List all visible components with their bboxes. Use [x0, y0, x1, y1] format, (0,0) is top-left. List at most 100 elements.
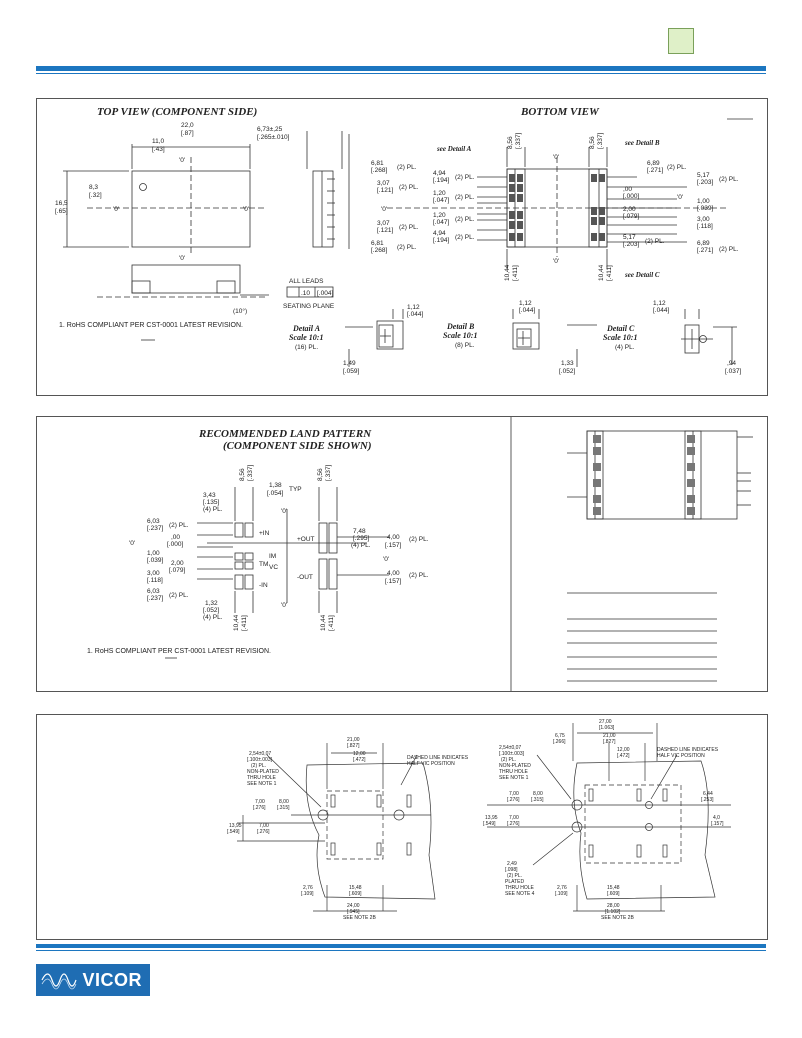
svg-text:[.472]: [.472]: [353, 757, 366, 763]
svg-text:13,95: 13,95: [485, 815, 498, 821]
land-left-dims: 6,03 [.237] (2) PL. ,00 [.000] 1,00 [.03…: [147, 518, 223, 621]
svg-text:[.411]: [.411]: [241, 615, 248, 631]
svg-text:5,17: 5,17: [697, 172, 710, 179]
all-leads-label: ALL LEADS: [289, 278, 324, 285]
svg-text:[.079]: [.079]: [623, 213, 639, 220]
svg-text:1,20: 1,20: [433, 212, 446, 219]
svg-text:[.100±.003]: [.100±.003]: [499, 751, 525, 757]
mechanical-drawing-panel: TOP VIEW (COMPONENT SIDE) BOTTOM VIEW 22…: [36, 98, 768, 396]
svg-text:(2) PL.: (2) PL.: [667, 164, 687, 171]
svg-text:1,00: 1,00: [147, 550, 160, 557]
svg-text:[.266]: [.266]: [553, 739, 566, 745]
svg-text:(2) PL.: (2) PL.: [455, 194, 475, 201]
svg-text:[.044]: [.044]: [407, 311, 423, 318]
svg-text:[.044]: [.044]: [519, 307, 535, 314]
svg-text:[.268]: [.268]: [371, 167, 387, 174]
svg-text:(2) PL.: (2) PL.: [409, 572, 429, 579]
svg-text:[.000]: [.000]: [167, 541, 183, 548]
svg-text:(16) PL.: (16) PL.: [295, 344, 318, 351]
svg-text:PLATED: PLATED: [505, 879, 524, 885]
svg-text:7,00: 7,00: [509, 791, 519, 797]
svg-text:NON-PLATED: NON-PLATED: [499, 763, 531, 769]
seating-plane-label: SEATING PLANE: [283, 303, 335, 310]
svg-text:Detail C: Detail C: [606, 324, 635, 333]
svg-text:'0': '0': [677, 194, 683, 201]
mechanical-drawing: TOP VIEW (COMPONENT SIDE) BOTTOM VIEW 22…: [55, 106, 753, 375]
svg-text:(2) PL.: (2) PL.: [409, 536, 429, 543]
svg-text:8,00: 8,00: [533, 791, 543, 797]
svg-text:THRU HOLE: THRU HOLE: [505, 885, 535, 891]
svg-text:[.472]: [.472]: [617, 753, 630, 759]
svg-text:[.109]: [.109]: [301, 891, 314, 897]
svg-text:SEE NOTE 2B: SEE NOTE 2B: [601, 915, 634, 921]
detail-c-drawing: [681, 309, 737, 365]
svg-text:[.037]: [.037]: [725, 368, 741, 375]
svg-text:NON-PLATED: NON-PLATED: [247, 769, 279, 775]
svg-text:[.135]: [.135]: [203, 499, 219, 506]
svg-text:1,12: 1,12: [519, 300, 532, 307]
svg-text:[.253]: [.253]: [701, 797, 714, 803]
right-layout-labels: 27,00 [1.063] 21,00 [.827] 6,75 [.266] 1…: [483, 719, 724, 921]
svg-text:[.271]: [.271]: [647, 167, 663, 174]
svg-text:[.059]: [.059]: [343, 368, 359, 375]
svg-text:THRU HOLE: THRU HOLE: [247, 775, 277, 781]
svg-text:[.194]: [.194]: [433, 177, 449, 184]
svg-text:(2) PL.: (2) PL.: [251, 763, 266, 769]
land-right-dims: 4,00 [.157] (2) PL. 4,00 [.157] (2) PL.: [385, 534, 429, 585]
svg-text:[.047]: [.047]: [433, 219, 449, 226]
svg-text:[.276]: [.276]: [507, 821, 520, 827]
wave-icon: [41, 973, 77, 990]
land-pattern-title: RECOMMENDED LAND PATTERN: [198, 428, 372, 440]
svg-text:[.609]: [.609]: [349, 891, 362, 897]
svg-text:SEE NOTE 2B: SEE NOTE 2B: [343, 915, 376, 921]
svg-text:12,00: 12,00: [617, 747, 630, 753]
svg-text:[.157]: [.157]: [385, 578, 401, 585]
pcb-layout-drawing: 21,00 [.827] 12,00 [.472] 2,54±0,07 [.10…: [227, 719, 731, 921]
svg-text:[.157]: [.157]: [385, 542, 401, 549]
svg-text:4,0: 4,0: [713, 815, 720, 821]
svg-text:2,00: 2,00: [171, 560, 184, 567]
svg-text:12,00: 12,00: [353, 751, 366, 757]
svg-text:'0': '0': [179, 157, 185, 164]
svg-text:[.047]: [.047]: [433, 197, 449, 204]
svg-text:'0': '0': [129, 540, 135, 547]
svg-text:'0': '0': [281, 602, 287, 609]
svg-text:8,56: 8,56: [589, 136, 596, 149]
svg-text:[.295]: [.295]: [353, 535, 369, 542]
svg-text:(2) PL.: (2) PL.: [455, 234, 475, 241]
detail-a-labels: Detail A Scale 10:1 (16) PL. 1,12 [.044]…: [289, 304, 423, 375]
svg-text:[.109]: [.109]: [555, 891, 568, 897]
header-rule: [36, 66, 766, 71]
svg-text:4,94: 4,94: [433, 170, 446, 177]
svg-text:8,00: 8,00: [279, 799, 289, 805]
svg-text:[.157]: [.157]: [711, 821, 724, 827]
svg-text:VC: VC: [269, 564, 278, 571]
svg-text:6,03: 6,03: [147, 588, 160, 595]
svg-text:see Detail A: see Detail A: [436, 145, 472, 153]
svg-text:(4) PL.: (4) PL.: [615, 344, 635, 351]
svg-text:[.004]: [.004]: [317, 290, 333, 297]
detail-a-drawing: [345, 309, 404, 367]
svg-text:4,00: 4,00: [387, 570, 400, 577]
svg-text:Scale 10:1: Scale 10:1: [289, 333, 323, 342]
bottom-view-title: BOTTOM VIEW: [520, 106, 600, 118]
svg-text:16,5: 16,5: [55, 200, 68, 207]
svg-text:SEE NOTE 4: SEE NOTE 4: [505, 891, 535, 897]
svg-text:6,89: 6,89: [697, 240, 710, 247]
svg-text:6,81: 6,81: [371, 160, 384, 167]
svg-text:(8) PL.: (8) PL.: [455, 342, 475, 349]
svg-text:,00: ,00: [623, 186, 632, 193]
rohs-note-2: 1. RoHS COMPLIANT PER CST-0001 LATEST RE…: [87, 648, 271, 655]
detail-b-labels: Detail B Scale 10:1 (8) PL. 1,12 [.044] …: [443, 300, 575, 375]
svg-text:7,00: 7,00: [259, 823, 269, 829]
svg-text:+IN: +IN: [259, 530, 270, 537]
svg-text:1,32: 1,32: [205, 600, 218, 607]
svg-text:(2) PL.: (2) PL.: [719, 246, 739, 253]
svg-text:[.609]: [.609]: [607, 891, 620, 897]
svg-text:'0': '0': [553, 154, 559, 161]
svg-text:,00: ,00: [171, 534, 180, 541]
svg-text:21,00: 21,00: [347, 737, 360, 743]
svg-text:IM: IM: [269, 553, 276, 560]
svg-text:3,07: 3,07: [377, 220, 390, 227]
svg-text:(2) PL.: (2) PL.: [169, 522, 189, 529]
